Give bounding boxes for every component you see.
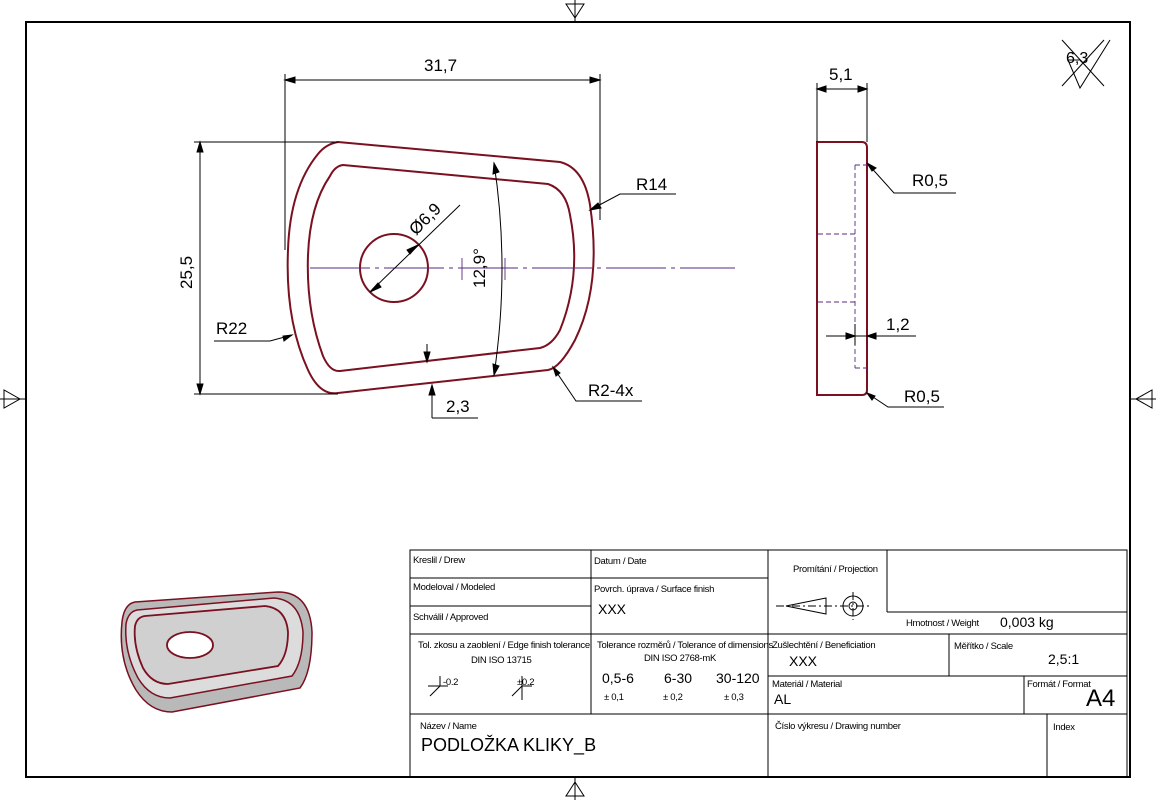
title-block <box>409 549 1128 778</box>
dim-edge-radius-top <box>866 162 956 194</box>
dim-r22 <box>214 334 294 342</box>
dim-height-label: 25,5 <box>177 256 196 289</box>
modeled-label: Modeloval / Modeled <box>413 582 495 593</box>
dim-border-offset <box>423 344 478 419</box>
tolerance-value-1: ± 0,1 <box>604 692 624 703</box>
drew-label: Kreslil / Drew <box>413 555 465 566</box>
dim-recess-label: 1,2 <box>886 315 910 334</box>
format-label: Formát / Format <box>1027 679 1091 690</box>
scale-label: Měřítko / Scale <box>954 641 1013 652</box>
projection-label: Promítání / Projection <box>793 564 878 575</box>
dim-angle-label: 12,9° <box>470 248 489 288</box>
edge-tol-external: -0.2 <box>443 677 458 688</box>
dim-thickness <box>815 83 869 142</box>
edge-tolerance-standard: DIN ISO 13715 <box>471 655 532 666</box>
roughness-value: 6,3 <box>1066 50 1088 67</box>
dim-width <box>283 74 602 250</box>
dim-tolerance-label: Tolerance rozměrů / Tolerance of dimensi… <box>597 640 774 651</box>
dim-edge-radius-bottom-label: R0,5 <box>904 387 940 406</box>
dim-edge-radius-bottom <box>865 391 944 408</box>
dim-edge-radius-top-label: R0,5 <box>912 171 948 190</box>
dim-r14-label: R14 <box>636 175 667 194</box>
dim-height <box>194 140 338 396</box>
dim-thickness-label: 5,1 <box>829 65 853 84</box>
front-view <box>286 140 735 395</box>
surface-finish-label: Povrch. úprava / Surface finish <box>594 584 714 595</box>
weight-value: 0,003 kg <box>1000 614 1054 630</box>
side-outline <box>816 141 868 396</box>
tolerance-range-3: 30-120 <box>716 670 760 686</box>
dim-border-offset-label: 2,3 <box>446 397 470 416</box>
surface-finish-value: XXX <box>598 601 627 617</box>
tolerance-range-2: 6-30 <box>664 670 692 686</box>
dim-corner-radius-label: R2-4x <box>588 381 634 400</box>
dim-corner-radius <box>551 365 642 402</box>
part-inner-outline <box>306 163 576 373</box>
beneficiation-value: XXX <box>789 653 818 669</box>
isometric-preview <box>120 591 313 713</box>
part-outer-outline <box>286 140 595 395</box>
weight-label: Hmotnost / Weight <box>906 618 980 629</box>
edge-tol-internal: ±0.2 <box>517 677 534 688</box>
dim-recess <box>826 324 916 345</box>
scale-value: 2,5:1 <box>1048 651 1079 667</box>
dim-hole-label: Ø6,9 <box>405 199 444 238</box>
date-label: Datum / Date <box>594 556 646 567</box>
dim-tolerance-standard: DIN ISO 2768-mK <box>644 653 717 664</box>
projection-symbol <box>776 592 870 620</box>
index-label: Index <box>1053 722 1075 733</box>
name-label: Název / Name <box>420 721 477 732</box>
edge-tolerance-label: Tol. zkosu a zaoblení / Edge finish tole… <box>418 640 590 651</box>
dim-angle <box>492 161 503 377</box>
approved-label: Schválil / Approved <box>413 612 488 623</box>
drawing-number-label: Číslo výkresu / Drawing number <box>775 721 901 732</box>
dim-hole <box>369 204 461 293</box>
tolerance-value-3: ± 0,3 <box>724 692 744 703</box>
format-value: A4 <box>1086 685 1115 712</box>
beneficiation-label: Zušlechtění / Beneficiation <box>772 640 875 651</box>
material-label: Materiál / Material <box>772 679 842 690</box>
tolerance-range-1: 0,5-6 <box>602 670 634 686</box>
side-view <box>816 141 868 396</box>
material-value: AL <box>774 691 791 707</box>
dim-r14 <box>588 193 676 211</box>
surface-roughness-symbol <box>1061 39 1111 90</box>
dim-r22-label: R22 <box>216 319 247 338</box>
dim-width-label: 31,7 <box>424 56 457 75</box>
name-value: PODLOŽKA KLIKY_B <box>421 735 596 756</box>
tolerance-value-2: ± 0,2 <box>663 692 683 703</box>
edge-tolerance-symbols <box>428 676 532 700</box>
